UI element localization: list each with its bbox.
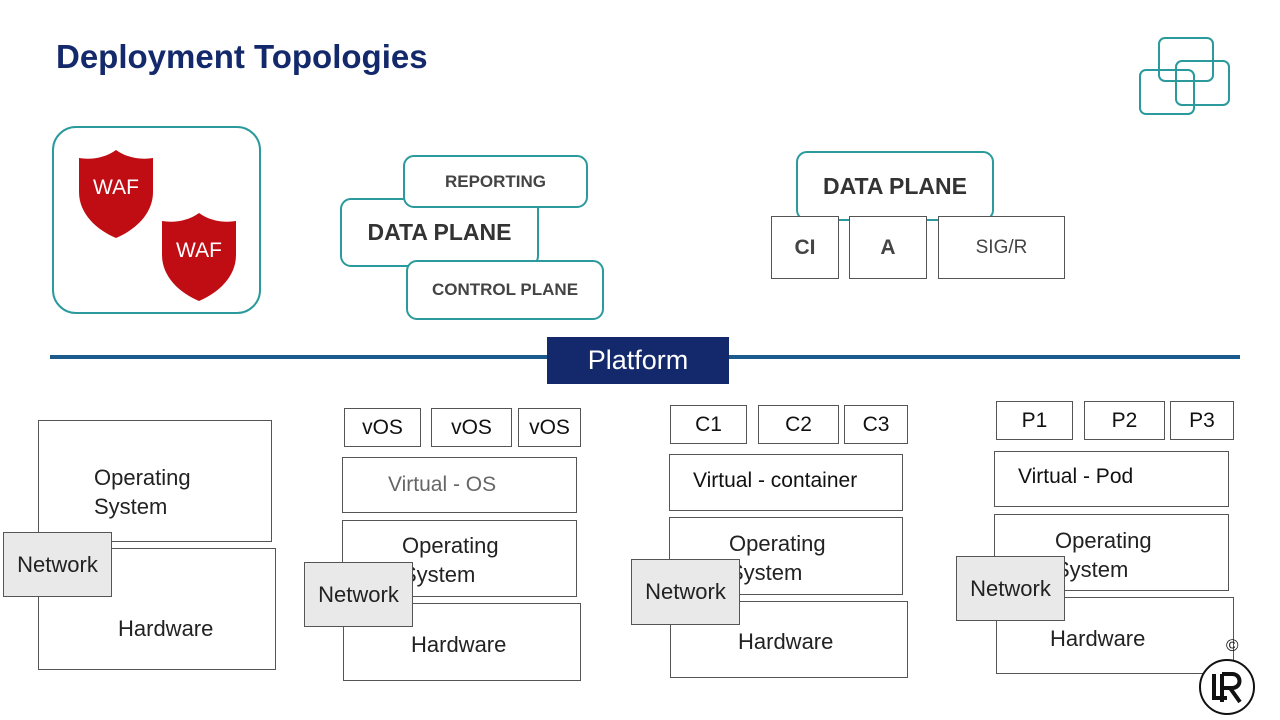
overlapping-squares-logo-icon <box>1139 37 1230 115</box>
container-network: Network <box>631 559 740 625</box>
bare-metal-network: Network <box>3 532 112 597</box>
bare-metal-hardware: Hardware <box>38 548 276 670</box>
vm-network: Network <box>304 562 413 627</box>
platform-label: Platform <box>547 337 729 384</box>
container-virtual: Virtual - container <box>669 454 903 511</box>
vm-hardware: Hardware <box>343 603 581 681</box>
container-guest-1: C1 <box>670 405 747 444</box>
module-a: A <box>849 216 927 279</box>
waf-shield-1: WAF <box>77 148 155 240</box>
container-guest-3: C3 <box>844 405 908 444</box>
copyright-mark: © <box>1226 636 1239 655</box>
waf-panel <box>52 126 261 314</box>
integrated-data-plane: DATA PLANE <box>796 151 994 221</box>
module-sig-r: SIG/R <box>938 216 1065 279</box>
page-title: Deployment Topologies <box>56 38 428 75</box>
pod-guest-1: P1 <box>996 401 1073 440</box>
vm-virtual-os: Virtual - OS <box>342 457 577 513</box>
shield-icon <box>79 150 153 238</box>
modular-reporting: REPORTING <box>403 155 588 208</box>
vm-guest-2: vOS <box>431 408 512 447</box>
pod-virtual: Virtual - Pod <box>994 451 1229 507</box>
module-ci: CI <box>771 216 839 279</box>
shield-icon <box>162 213 236 301</box>
modular-control-plane: CONTROL PLANE <box>406 260 604 320</box>
container-guest-2: C2 <box>758 405 839 444</box>
pod-network: Network <box>956 556 1065 621</box>
pod-guest-3: P3 <box>1170 401 1234 440</box>
waf-label: WAF <box>176 239 222 262</box>
bare-metal-operating-system: Operating System <box>38 420 272 542</box>
modular-data-plane: DATA PLANE <box>340 198 539 267</box>
vm-guest-3: vOS <box>518 408 581 447</box>
brand-logo-icon <box>1199 659 1255 715</box>
pod-guest-2: P2 <box>1084 401 1165 440</box>
waf-label: WAF <box>93 176 139 199</box>
waf-shield-2: WAF <box>160 211 238 303</box>
vm-guest-1: vOS <box>344 408 421 447</box>
